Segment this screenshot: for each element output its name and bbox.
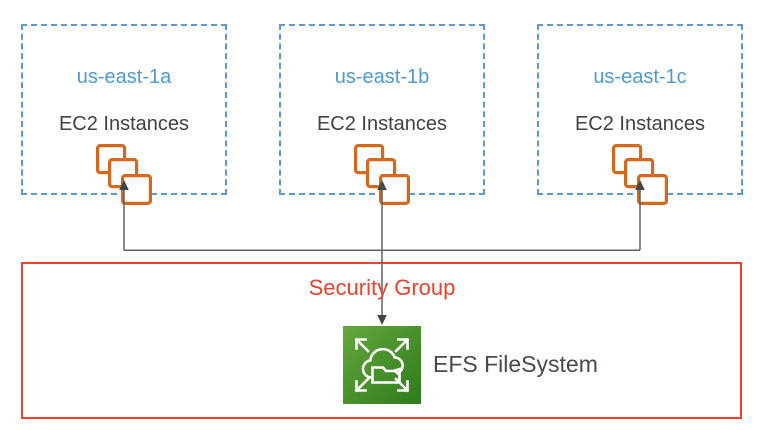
efs-filesystem-label: EFS FileSystem bbox=[433, 351, 598, 377]
expand-arrow-bottom-right bbox=[394, 377, 410, 393]
expand-arrow-bottom-left bbox=[354, 377, 370, 393]
folder-flap-glyph bbox=[393, 367, 401, 381]
ec2-instances-stack-icon bbox=[612, 144, 668, 205]
efs-filesystem-icon bbox=[343, 326, 421, 404]
expand-arrow-top-left bbox=[354, 337, 370, 353]
az-box-us-east-1b: us-east-1b EC2 Instances bbox=[279, 24, 485, 205]
az-title: us-east-1a bbox=[76, 66, 172, 88]
folder-glyph bbox=[371, 366, 401, 384]
az-box-us-east-1a: us-east-1a EC2 Instances bbox=[21, 24, 227, 205]
az-title: us-east-1b bbox=[334, 66, 430, 88]
cloud-glyph bbox=[361, 347, 404, 379]
az-title: us-east-1c bbox=[593, 66, 687, 88]
security-group-label: Security Group bbox=[308, 275, 456, 300]
az-box-us-east-1c: us-east-1c EC2 Instances bbox=[537, 24, 743, 205]
expand-arrow-top-right bbox=[394, 337, 410, 353]
ec2-instances-stack-icon bbox=[96, 144, 152, 205]
ec2-instances-stack-icon bbox=[354, 144, 410, 205]
ec2-instances-label: EC2 Instances bbox=[316, 113, 448, 135]
ec2-instances-label: EC2 Instances bbox=[58, 113, 190, 135]
ec2-instances-label: EC2 Instances bbox=[574, 113, 706, 135]
